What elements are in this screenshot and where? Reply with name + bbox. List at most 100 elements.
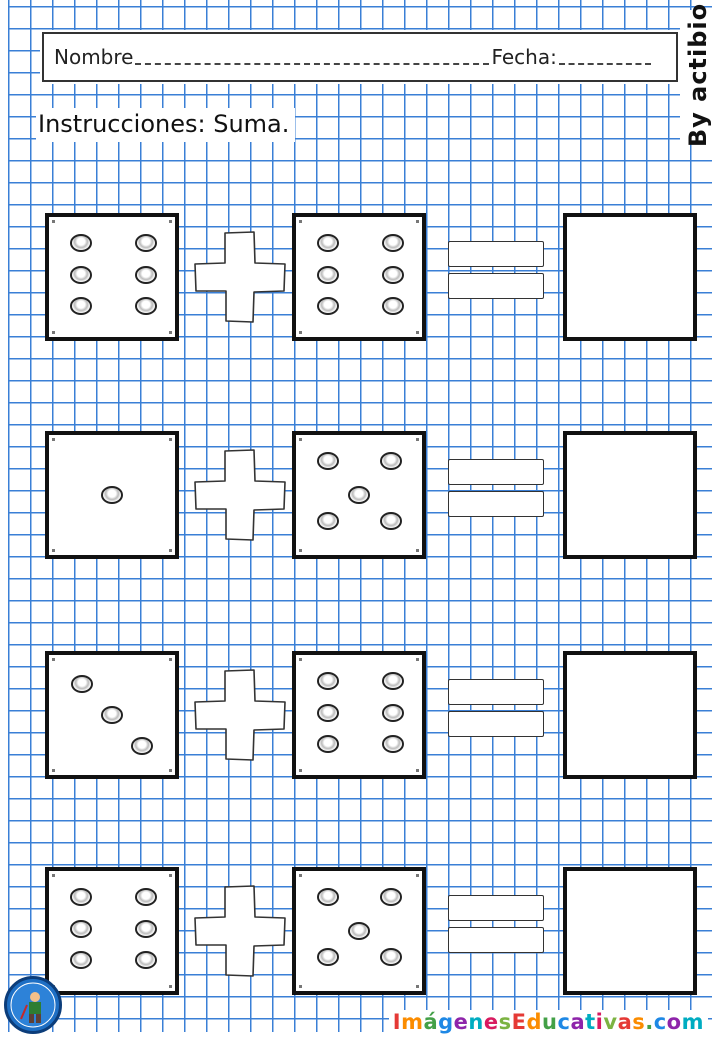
die-pip-icon bbox=[135, 265, 158, 284]
die-pip-icon bbox=[131, 737, 154, 756]
die-pip-icon bbox=[69, 296, 92, 315]
die-corner-mark bbox=[52, 769, 55, 772]
die-pip-icon bbox=[101, 706, 123, 724]
die-corner-mark bbox=[299, 331, 302, 334]
footer-site-text: ImágenesEducativas.com bbox=[392, 1010, 704, 1034]
page-margin-left bbox=[0, 0, 8, 1040]
die-pip-icon bbox=[379, 452, 402, 471]
plus-sign-icon bbox=[194, 231, 286, 323]
equals-bar bbox=[448, 241, 544, 267]
page-margin-bottom bbox=[0, 1032, 720, 1040]
die-corner-mark bbox=[169, 438, 172, 441]
die-pip-icon bbox=[69, 950, 92, 969]
plus-sign-icon bbox=[194, 669, 286, 761]
die-corner-mark bbox=[169, 985, 172, 988]
die-pip-icon bbox=[379, 512, 402, 531]
die-left-1 bbox=[45, 213, 179, 341]
die-pip-icon bbox=[348, 486, 370, 504]
die-corner-mark bbox=[52, 658, 55, 661]
die-corner-mark bbox=[299, 985, 302, 988]
equals-bar bbox=[448, 711, 544, 737]
plus-sign-icon bbox=[194, 885, 286, 977]
name-label: Nombre bbox=[54, 45, 134, 69]
footer-site: ImágenesEducativas.com bbox=[388, 1010, 708, 1034]
die-pip-icon bbox=[316, 296, 339, 315]
equals-bar bbox=[448, 273, 544, 299]
die-corner-mark bbox=[416, 769, 419, 772]
die-corner-mark bbox=[52, 331, 55, 334]
die-pip-icon bbox=[382, 703, 405, 722]
die-corner-mark bbox=[52, 438, 55, 441]
die-corner-mark bbox=[299, 549, 302, 552]
die-left-3 bbox=[45, 651, 179, 779]
answer-box-4[interactable] bbox=[563, 867, 697, 995]
die-pip-icon bbox=[135, 950, 158, 969]
die-corner-mark bbox=[52, 549, 55, 552]
equals-sign-icon bbox=[448, 895, 544, 955]
die-pip-icon bbox=[316, 672, 339, 691]
die-left-4 bbox=[45, 867, 179, 995]
die-pip-icon bbox=[69, 888, 92, 907]
die-pip-icon bbox=[379, 948, 402, 967]
die-pip-icon bbox=[382, 234, 405, 253]
die-corner-mark bbox=[299, 658, 302, 661]
logo-figure-icon bbox=[10, 982, 56, 1028]
equals-bar bbox=[448, 927, 544, 953]
die-corner-mark bbox=[299, 220, 302, 223]
die-corner-mark bbox=[169, 658, 172, 661]
die-pip-icon bbox=[382, 672, 405, 691]
page-margin-right bbox=[712, 0, 720, 1040]
die-corner-mark bbox=[416, 874, 419, 877]
die-right-4 bbox=[292, 867, 426, 995]
equals-sign-icon bbox=[448, 241, 544, 301]
die-pip-icon bbox=[135, 888, 158, 907]
die-corner-mark bbox=[169, 331, 172, 334]
equals-sign-icon bbox=[448, 679, 544, 739]
die-pip-icon bbox=[382, 734, 405, 753]
die-right-3 bbox=[292, 651, 426, 779]
die-corner-mark bbox=[52, 220, 55, 223]
die-pip-icon bbox=[316, 734, 339, 753]
die-corner-mark bbox=[416, 220, 419, 223]
answer-box-3[interactable] bbox=[563, 651, 697, 779]
name-date-box: Nombre Fecha: bbox=[40, 30, 680, 84]
die-corner-mark bbox=[299, 438, 302, 441]
date-label: Fecha: bbox=[491, 45, 557, 69]
answer-box-1[interactable] bbox=[563, 213, 697, 341]
die-pip-icon bbox=[101, 486, 123, 504]
die-pip-icon bbox=[135, 234, 158, 253]
answer-box-2[interactable] bbox=[563, 431, 697, 559]
instructions-text: Instrucciones: Suma. bbox=[36, 108, 296, 142]
die-corner-mark bbox=[416, 438, 419, 441]
die-pip-icon bbox=[348, 922, 370, 940]
die-pip-icon bbox=[379, 888, 402, 907]
author-brand-text: By actibio bbox=[684, 2, 712, 148]
die-pip-icon bbox=[69, 234, 92, 253]
die-corner-mark bbox=[416, 549, 419, 552]
die-pip-icon bbox=[69, 919, 92, 938]
equals-bar bbox=[448, 679, 544, 705]
equals-sign-icon bbox=[448, 459, 544, 519]
die-corner-mark bbox=[299, 769, 302, 772]
die-pip-icon bbox=[316, 703, 339, 722]
die-right-2 bbox=[292, 431, 426, 559]
die-pip-icon bbox=[135, 296, 158, 315]
die-corner-mark bbox=[416, 985, 419, 988]
plus-sign-icon bbox=[194, 449, 286, 541]
die-pip-icon bbox=[316, 265, 339, 284]
date-blank-line[interactable] bbox=[558, 49, 651, 65]
name-blank-line[interactable] bbox=[135, 49, 490, 65]
die-pip-icon bbox=[316, 948, 339, 967]
equals-bar bbox=[448, 459, 544, 485]
die-pip-icon bbox=[382, 265, 405, 284]
die-corner-mark bbox=[299, 874, 302, 877]
die-pip-icon bbox=[316, 512, 339, 531]
die-pip-icon bbox=[316, 452, 339, 471]
die-right-1 bbox=[292, 213, 426, 341]
die-left-2 bbox=[45, 431, 179, 559]
die-corner-mark bbox=[169, 769, 172, 772]
die-corner-mark bbox=[169, 549, 172, 552]
die-corner-mark bbox=[169, 874, 172, 877]
equals-bar bbox=[448, 895, 544, 921]
